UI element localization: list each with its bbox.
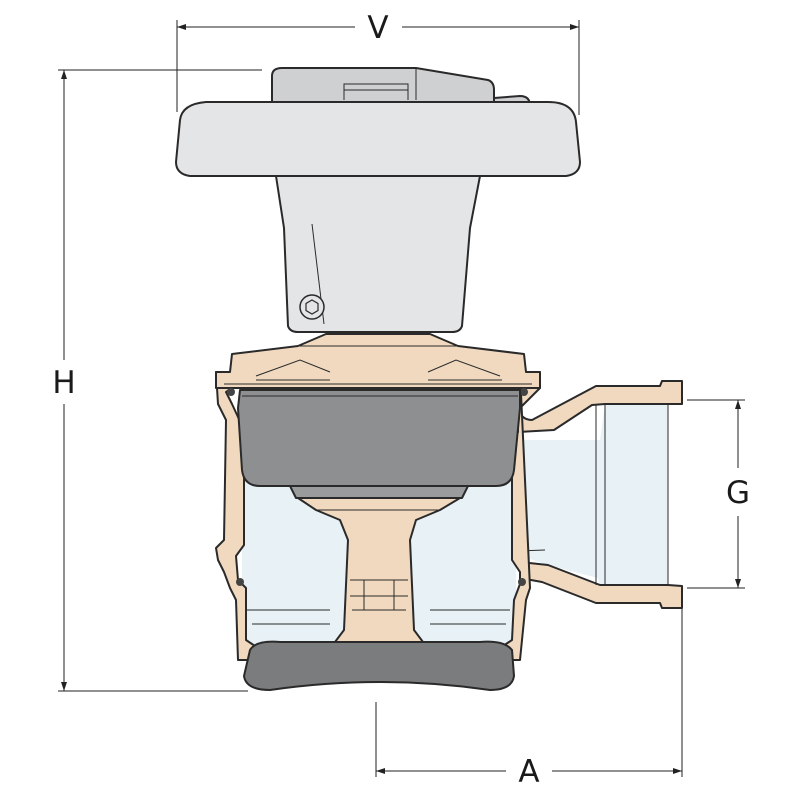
handwheel[interactable] — [175, 67, 581, 333]
dimension-a: A — [375, 608, 683, 790]
dimension-v-label: V — [367, 10, 388, 46]
dimension-g: G — [687, 399, 750, 589]
float-cup — [237, 389, 521, 499]
foot-disc — [243, 640, 515, 691]
dimension-g-label: G — [726, 475, 750, 511]
hex-screw-icon — [299, 294, 325, 320]
dimension-a-label: A — [518, 754, 539, 790]
dimension-h: H — [52, 69, 262, 692]
outlet-pipe — [489, 380, 683, 609]
dimension-h-label: H — [52, 365, 75, 401]
dimension-v: V — [176, 10, 580, 115]
